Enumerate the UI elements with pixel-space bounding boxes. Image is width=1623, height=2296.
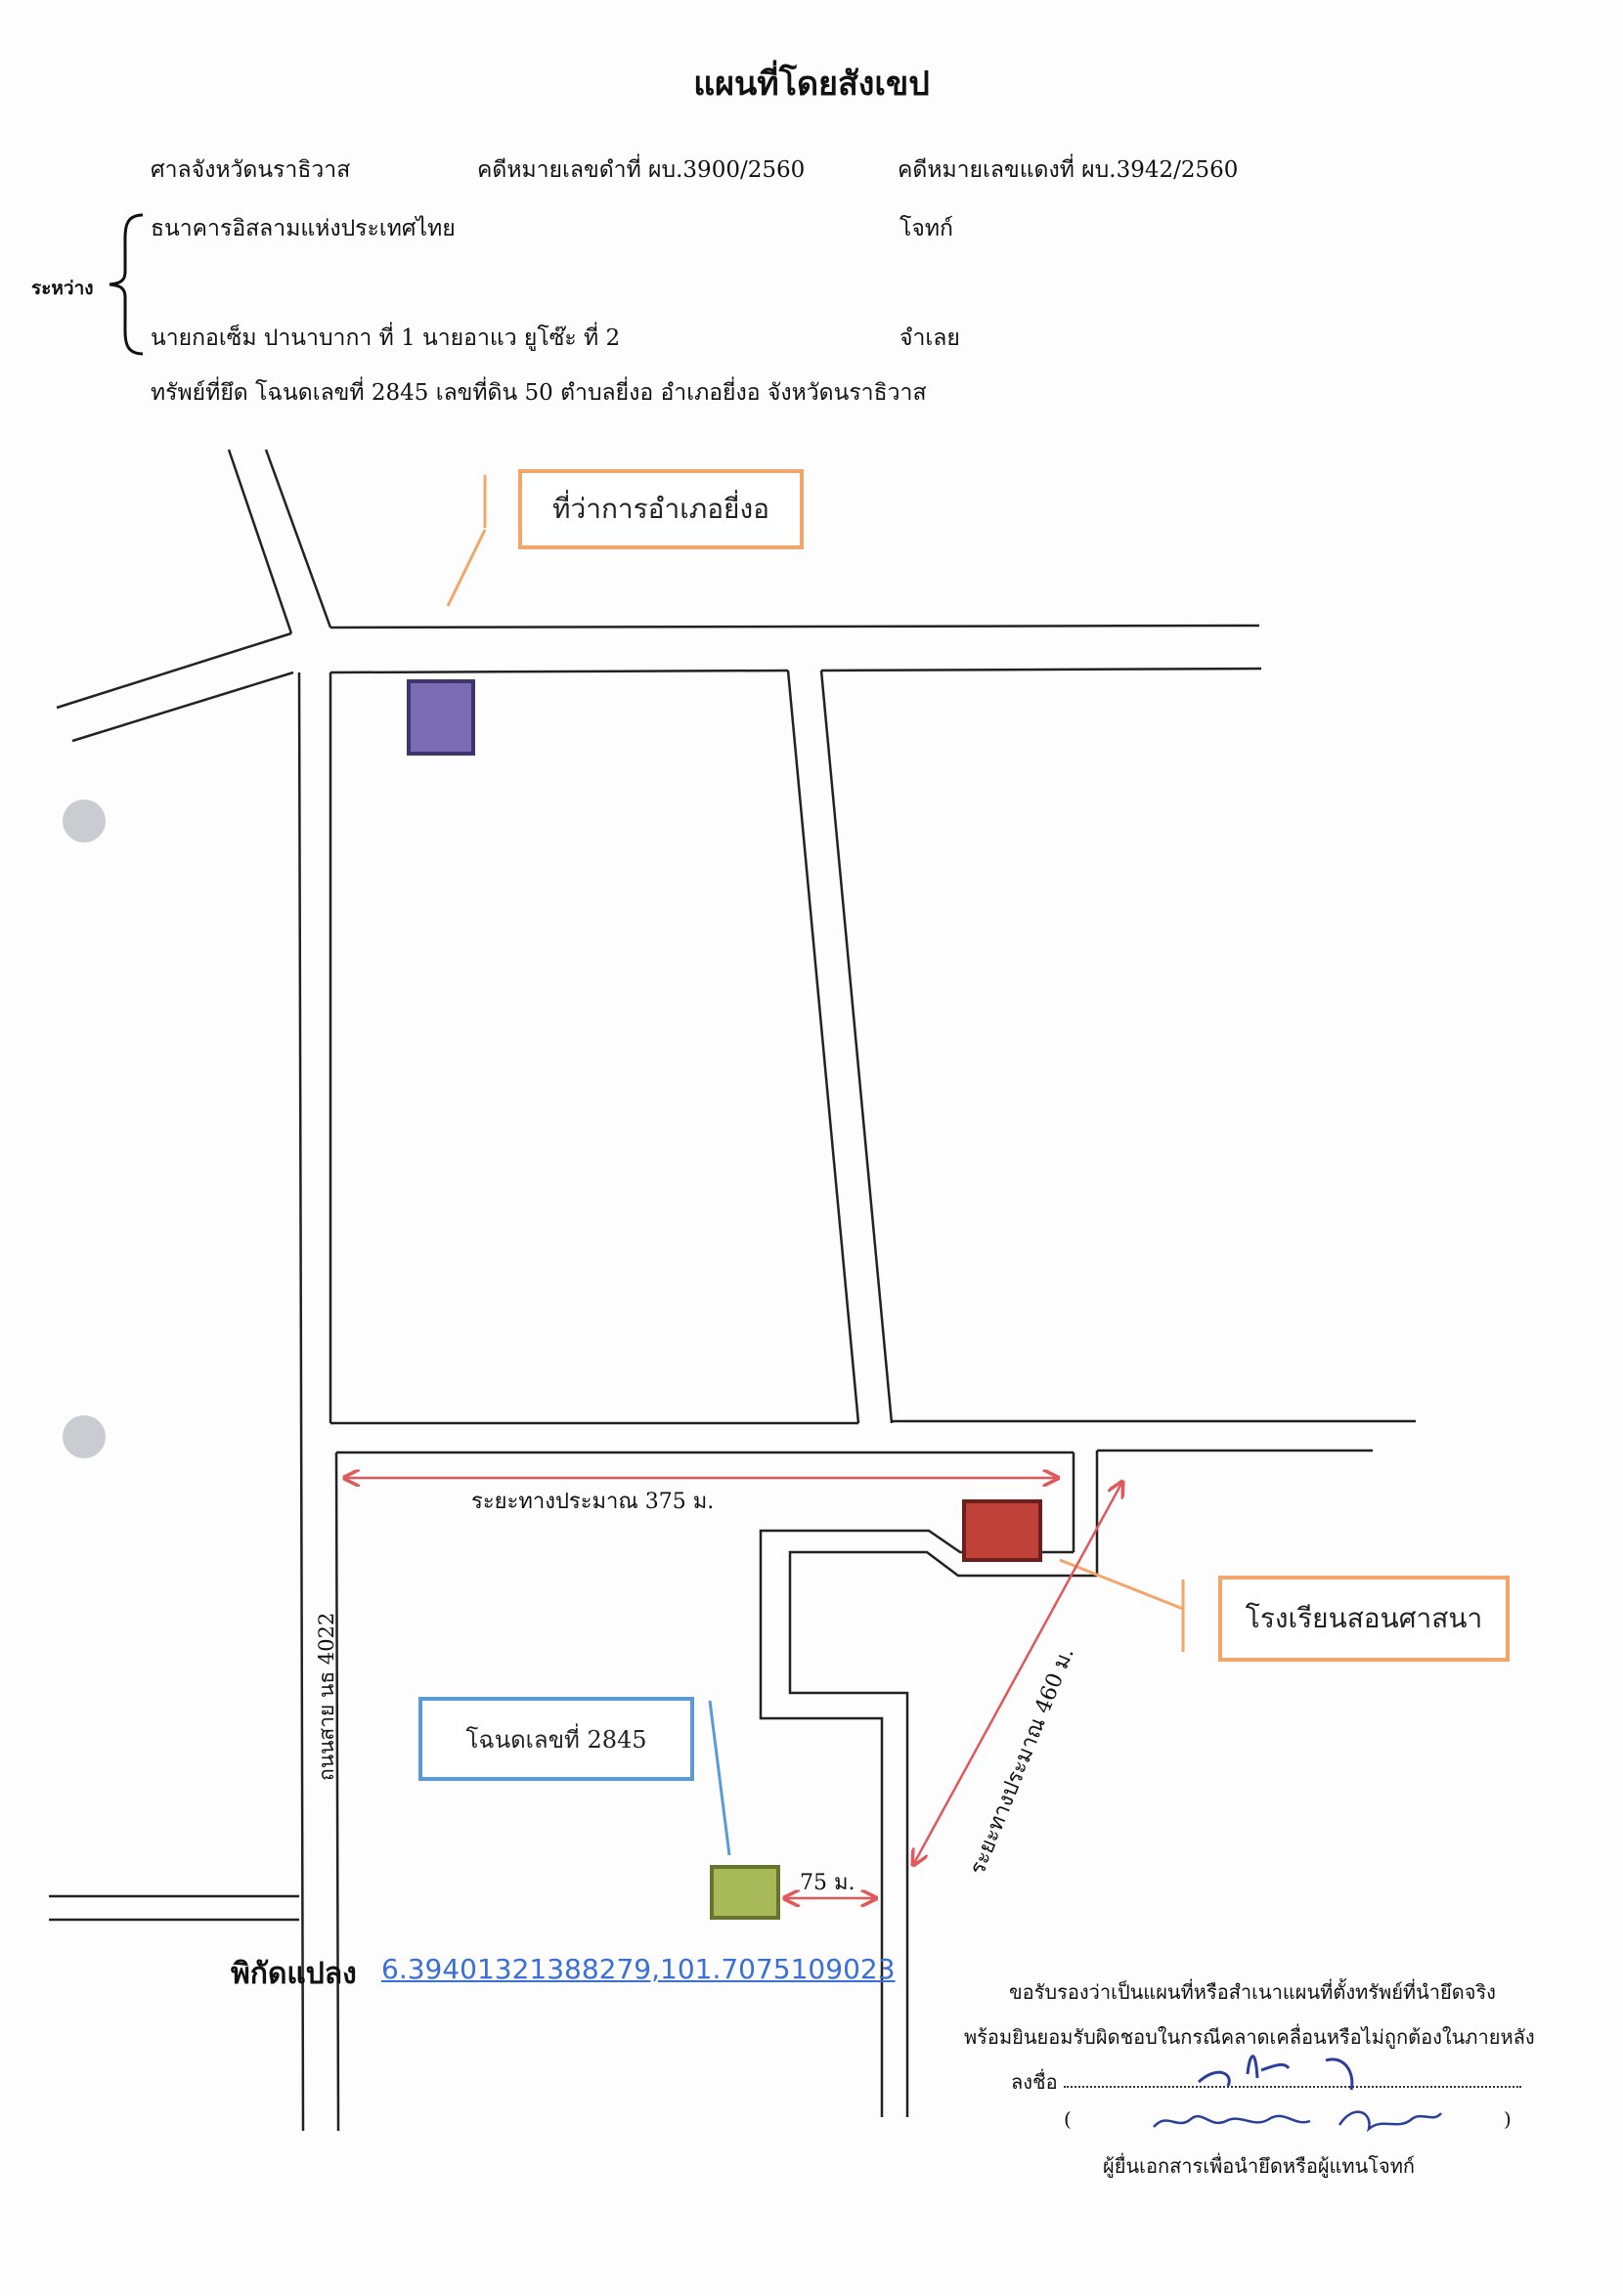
between-label: ระหว่าง [31, 278, 94, 299]
black-case-number: คดีหมายเลขดำที่ ผบ.3900/2560 [477, 157, 806, 183]
signer-name-handwriting [1153, 2110, 1442, 2133]
signature-line [1064, 2086, 1521, 2088]
signer-open-paren: ( [1064, 2107, 1072, 2131]
binder-hole-bottom [63, 1415, 106, 1458]
arrow-460m [913, 1482, 1122, 1865]
distance-75-label: 75 ม. [800, 1871, 855, 1895]
page-title: แผนที่โดยสังเขป [693, 65, 930, 104]
party-brace [109, 213, 144, 356]
coordinates-label: พิกัดแปลง [231, 1957, 357, 1991]
signature-image [1197, 2055, 1354, 2091]
seized-property: ทรัพย์ที่ยึด โฉนดเลขที่ 2845 เลขที่ดิน 5… [151, 380, 927, 406]
road-name-label: ถนนสาย นธ 4022 [315, 1612, 338, 1781]
binder-hole-top [63, 800, 106, 843]
coordinates-link[interactable]: 6.39401321388279,101.7075109023 [381, 1953, 896, 1985]
distance-375-label: ระยะทางประมาณ 375 ม. [471, 1490, 715, 1514]
district-office-label: ที่ว่าการอำเภอยี่งอ [552, 493, 769, 525]
district-office-marker [407, 679, 475, 756]
deed-label: โฉนดเลขที่ 2845 [465, 1725, 647, 1754]
school-callout: โรงเรียนสอนศาสนา [1218, 1576, 1510, 1662]
certification-line-1: ขอรับรองว่าเป็นแผนที่หรือสำเนาแผนที่ตั้ง… [1009, 1980, 1496, 2004]
plaintiff-name: ธนาคารอิสลามแห่งประเทศไทย [151, 216, 456, 241]
parcel-marker [710, 1865, 780, 1920]
signer-role: ผู้ยื่นเอกสารเพื่อนำยึดหรือผู้แทนโจทก์ [1103, 2154, 1416, 2178]
deed-callout-connector [708, 1700, 731, 1856]
sign-label: ลงชื่อ [1011, 2070, 1058, 2094]
court-name: ศาลจังหวัดนราธิวาส [151, 157, 351, 183]
school-callout-connector [1059, 1558, 1184, 1611]
red-case-number: คดีหมายเลขแดงที่ ผบ.3942/2560 [898, 157, 1239, 183]
deed-callout: โฉนดเลขที่ 2845 [418, 1697, 694, 1781]
district-office-callout: ที่ว่าการอำเภอยี่งอ [518, 469, 804, 549]
district-callout-connector [446, 529, 487, 607]
plaintiff-role: โจทก์ [899, 216, 953, 241]
school-marker [962, 1499, 1042, 1562]
road-lines [49, 449, 1416, 2132]
defendant-role: จำเลย [899, 325, 960, 351]
signer-close-paren: ) [1504, 2107, 1512, 2131]
school-label: โรงเรียนสอนศาสนา [1245, 1602, 1483, 1634]
certification-line-2: พร้อมยินยอมรับผิดชอบในกรณีคลาดเคลื่อนหรื… [964, 2025, 1535, 2049]
defendant-names: นายกอเซ็ม ปานาบากา ที่ 1 นายอาแว ยูโซ๊ะ … [151, 325, 621, 351]
